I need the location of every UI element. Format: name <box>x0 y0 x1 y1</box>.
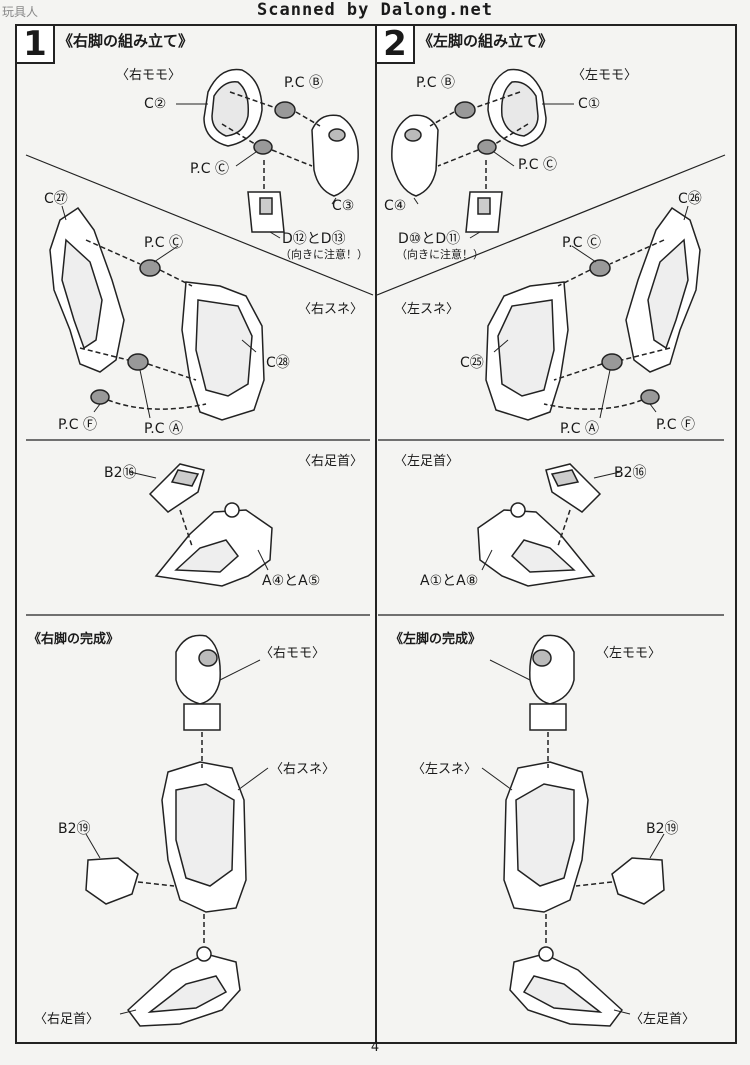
right-ankle-label: 〈右足首〉 <box>298 454 364 469</box>
right-shin-parts <box>49 206 265 421</box>
part-d12-d13: D⑫とD⑬ <box>282 231 346 247</box>
right-ankle-parts <box>148 463 273 587</box>
part-pca-right: P.C Ⓐ <box>144 421 183 437</box>
left-leg-complete <box>503 634 665 1027</box>
complete-left-b2-19: B2⑲ <box>646 821 679 837</box>
part-c4: C④ <box>384 198 407 214</box>
part-pcb-right: P.C Ⓑ <box>284 75 323 91</box>
part-pcc-mid-right: P.C Ⓒ <box>144 235 183 251</box>
part-c3: C③ <box>332 198 355 214</box>
orientation-note-left: （向きに注意！） <box>396 248 484 261</box>
left-ankle-label: 〈左足首〉 <box>394 454 460 469</box>
orientation-note-right: （向きに注意！） <box>280 248 368 261</box>
right-shin-label: 〈右スネ〉 <box>298 302 364 317</box>
part-d10-d11: D⑩とD⑪ <box>398 231 461 247</box>
left-shin-parts <box>485 206 701 421</box>
right-leg-complete <box>85 634 247 1027</box>
part-pcc-mid-left: P.C Ⓒ <box>562 235 601 251</box>
right-thigh-parts <box>203 68 359 233</box>
left-leg-complete-title: 《左脚の完成》 <box>390 632 482 647</box>
left-ankle-parts <box>477 463 602 587</box>
part-c27: C㉗ <box>44 191 68 207</box>
right-thigh-label: 〈右モモ〉 <box>116 68 182 83</box>
step1-title: 《右脚の組み立て》 <box>58 32 194 50</box>
part-a1-a8: A①とA⑧ <box>420 573 479 589</box>
complete-left-thigh-label: 〈左モモ〉 <box>596 646 662 661</box>
complete-left-ankle-label: 〈左足首〉 <box>630 1012 696 1027</box>
part-c28: C㉘ <box>266 355 290 371</box>
left-shin-label: 〈左スネ〉 <box>394 302 460 317</box>
watermark-text: 玩具人 <box>2 5 39 19</box>
part-pcb-left: P.C Ⓑ <box>416 75 455 91</box>
right-leg-complete-title: 《右脚の完成》 <box>28 632 120 647</box>
step2-number: 2 <box>375 24 415 64</box>
page-number: 4 <box>370 1040 380 1055</box>
part-a4-a5: A④とA⑤ <box>262 573 321 589</box>
part-pcf-right: P.C Ⓕ <box>58 417 97 433</box>
part-c1: C① <box>578 96 601 112</box>
part-c25: C㉕ <box>460 355 484 371</box>
part-pcc-top-right: P.C Ⓒ <box>190 161 229 177</box>
part-b2-16-left: B2⑯ <box>614 465 647 481</box>
step1-number: 1 <box>15 24 55 64</box>
step2-panel <box>375 24 737 1044</box>
part-pcc-top-left: P.C Ⓒ <box>518 157 557 173</box>
part-pcf-left: P.C Ⓕ <box>656 417 695 433</box>
step2-title: 《左脚の組み立て》 <box>418 32 554 50</box>
scan-credit: Scanned by Dalong.net <box>257 0 493 20</box>
complete-right-ankle-label: 〈右足首〉 <box>34 1012 100 1027</box>
left-thigh-parts <box>391 68 547 233</box>
complete-right-shin-label: 〈右スネ〉 <box>270 762 336 777</box>
part-b2-16-right: B2⑯ <box>104 465 137 481</box>
complete-right-b2-19: B2⑲ <box>58 821 91 837</box>
left-thigh-label: 〈左モモ〉 <box>572 68 638 83</box>
part-c26: C㉖ <box>678 191 702 207</box>
complete-left-shin-label: 〈左スネ〉 <box>412 762 478 777</box>
part-pca-left: P.C Ⓐ <box>560 421 599 437</box>
part-c2: C② <box>144 96 167 112</box>
complete-right-thigh-label: 〈右モモ〉 <box>260 646 326 661</box>
